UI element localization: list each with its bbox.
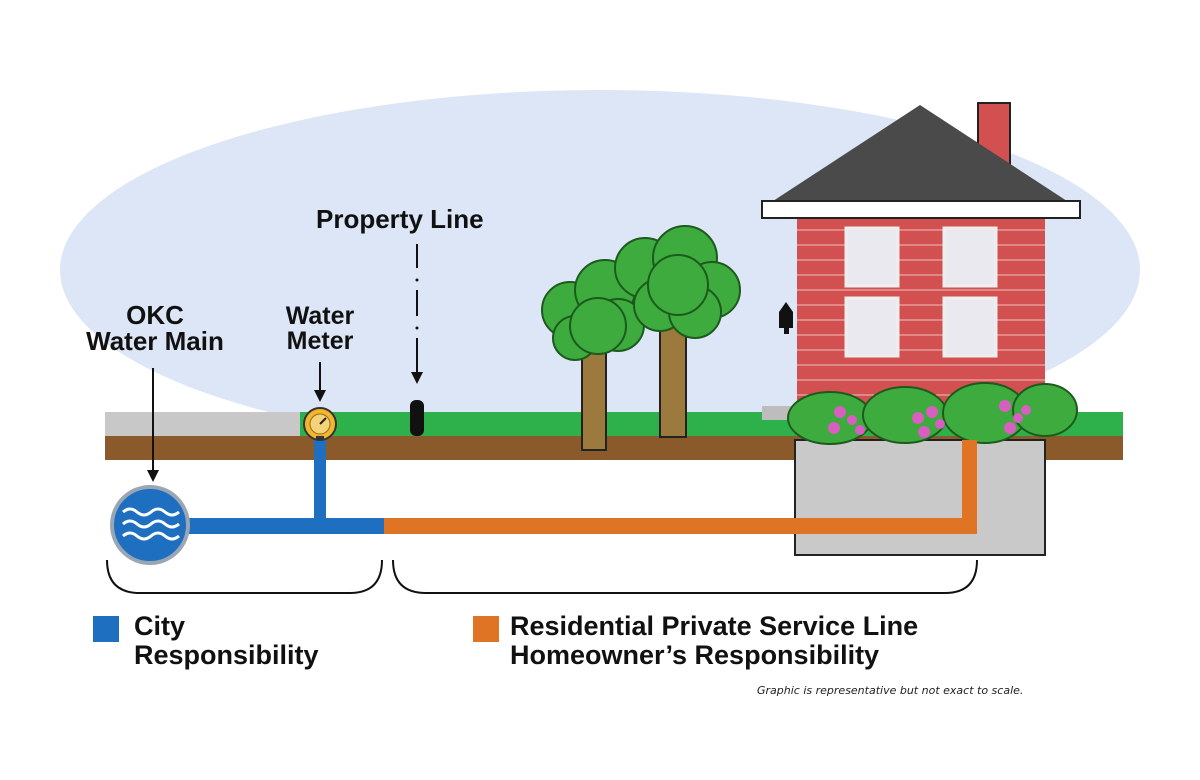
window <box>942 226 998 288</box>
house-wall <box>797 215 1045 410</box>
house-foundation <box>794 439 1046 556</box>
city-legend-label: City Responsibility <box>134 612 319 669</box>
tree-2 <box>614 225 741 438</box>
window <box>844 226 900 288</box>
homeowner-legend-line1: Residential Private Service Line <box>510 611 919 641</box>
roof <box>770 105 1070 203</box>
homeowner-legend-label: Residential Private Service Line Homeown… <box>510 612 918 669</box>
window <box>942 296 998 358</box>
tree-foliage <box>541 259 645 361</box>
porch-light-icon <box>779 302 793 334</box>
water-main-label: OKC Water Main <box>60 302 250 354</box>
tree-foliage <box>614 225 741 339</box>
shrubs <box>787 382 1078 445</box>
flowers-icon <box>828 400 1031 438</box>
water-meter-icon <box>303 407 337 441</box>
water-meter-arrow <box>314 362 326 402</box>
homeowner-bracket <box>392 559 978 594</box>
property-line-label: Property Line <box>316 204 484 234</box>
city-legend-line2: Responsibility <box>134 639 319 670</box>
water-main-icon <box>110 485 190 565</box>
city-legend-swatch <box>93 616 119 642</box>
homeowner-legend-swatch <box>473 616 499 642</box>
city-legend-line1: City <box>134 611 186 641</box>
tree-1 <box>541 259 645 451</box>
scale-note: Graphic is representative but not exact … <box>757 684 1024 697</box>
house <box>761 102 1081 420</box>
property-line-marker-icon <box>410 400 424 436</box>
tree-trunk <box>659 324 687 438</box>
sidewalk <box>105 412 300 436</box>
tree-trunk <box>581 339 607 451</box>
water-main-label-line1: OKC <box>126 300 184 330</box>
property-line-arrow <box>411 244 423 384</box>
homeowner-service-line <box>384 440 977 534</box>
water-meter-label-line1: Water <box>285 302 355 330</box>
brick-pattern <box>797 229 1045 396</box>
window <box>844 296 900 358</box>
homeowner-legend-line2: Homeowner’s Responsibility <box>510 639 880 670</box>
water-meter-label-line2: Meter <box>286 327 354 355</box>
water-meter-label: Water Meter <box>262 304 378 354</box>
city-service-line <box>185 436 385 534</box>
water-main-label-line2: Water Main <box>86 326 224 356</box>
water-main-arrow <box>147 368 159 482</box>
city-bracket <box>106 559 383 594</box>
roof-eave <box>761 200 1081 219</box>
